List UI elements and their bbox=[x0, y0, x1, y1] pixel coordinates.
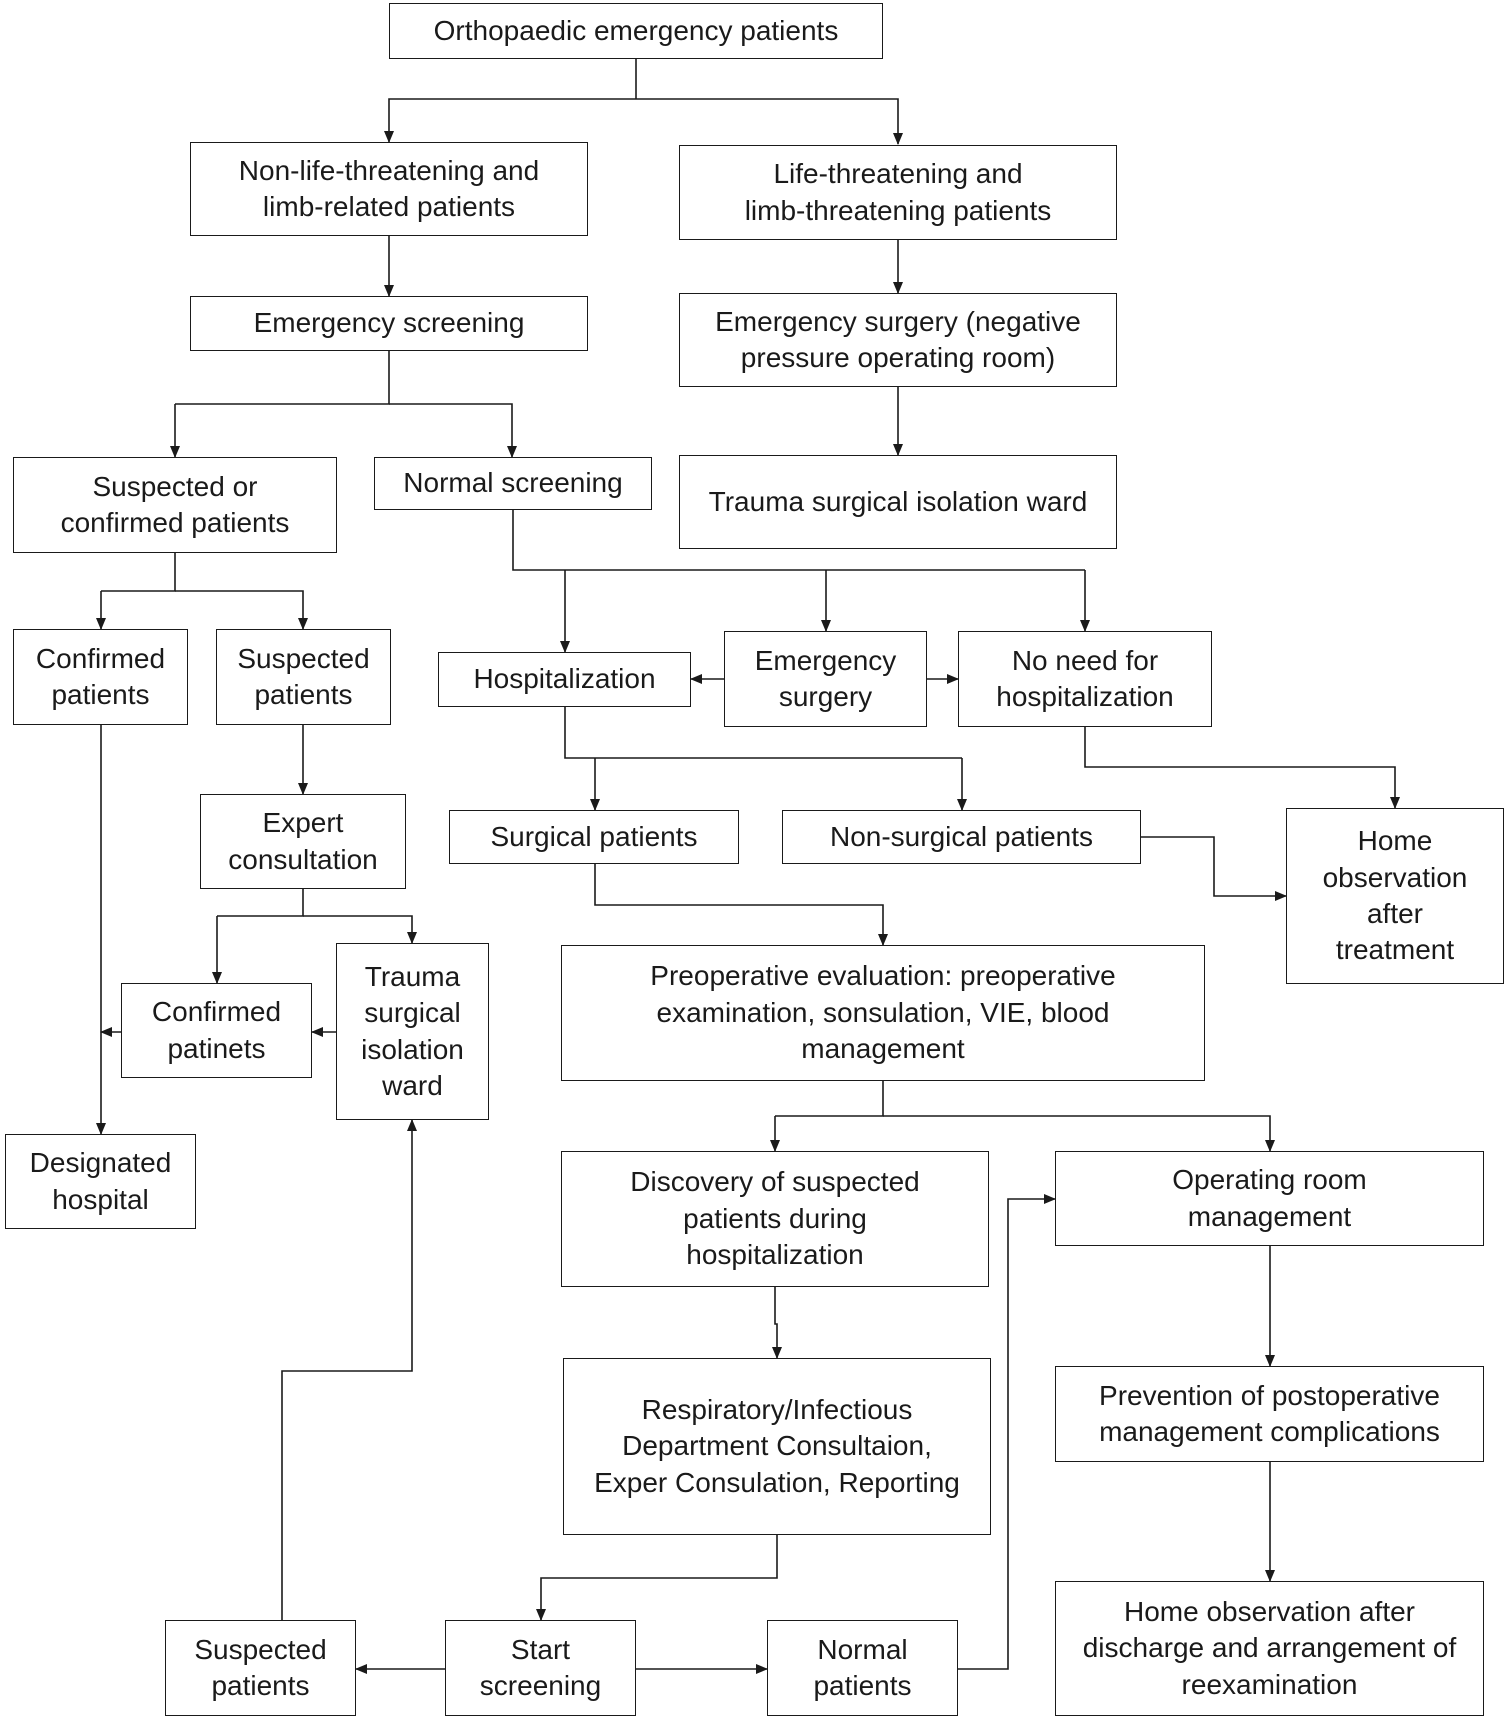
box-respiratory-consultation: Respiratory/Infectious Department Consul… bbox=[563, 1358, 991, 1535]
arrow-to-resp bbox=[772, 1287, 782, 1359]
box-start-screening: Start screening bbox=[445, 1620, 636, 1716]
box-expert-consultation: Expert consultation bbox=[200, 794, 406, 889]
box-trauma-isolation-ward-left: Trauma surgical isolation ward bbox=[336, 943, 489, 1120]
box-suspected-patients-bottom: Suspected patients bbox=[165, 1620, 356, 1716]
box-suspected-or-confirmed: Suspected or confirmed patients bbox=[13, 457, 337, 553]
box-non-life-threatening: Non-life-threatening and limb-related pa… bbox=[190, 142, 588, 236]
box-preoperative-evaluation: Preoperative evaluation: preoperative ex… bbox=[561, 945, 1205, 1081]
box-home-observation-after-treatment: Home observation after treatment bbox=[1286, 808, 1504, 984]
box-orthopaedic-emergency: Orthopaedic emergency patients bbox=[389, 3, 883, 59]
box-normal-patients: Normal patients bbox=[767, 1620, 958, 1716]
box-surgical-patients: Surgical patients bbox=[449, 810, 739, 864]
box-operating-room-management: Operating room management bbox=[1055, 1151, 1484, 1246]
box-non-surgical-patients: Non-surgical patients bbox=[782, 810, 1141, 864]
arrow-to-nonlife bbox=[384, 98, 636, 143]
box-emergency-surgery: Emergency surgery bbox=[724, 631, 927, 727]
box-life-threatening: Life-threatening and limb-threatening pa… bbox=[679, 145, 1117, 240]
arrow-to-preop bbox=[594, 864, 888, 946]
arrow-to-life bbox=[636, 98, 903, 145]
box-normal-screening: Normal screening bbox=[374, 457, 652, 510]
arrow-to-start bbox=[536, 1535, 778, 1621]
arrow-nonsurgical-to-home bbox=[1141, 836, 1287, 901]
arrow-to-oproom bbox=[883, 1115, 1275, 1152]
arrow-normal-to-oproom bbox=[958, 1194, 1056, 1670]
arrow-to-normal-screening bbox=[389, 403, 517, 458]
arrow-to-suspected bbox=[175, 590, 308, 630]
box-trauma-isolation-ward-top: Trauma surgical isolation ward bbox=[679, 455, 1117, 549]
arrow-to-isolation-ward-left bbox=[303, 915, 417, 944]
connector bbox=[175, 351, 390, 405]
box-hospitalization: Hospitalization bbox=[438, 652, 691, 707]
box-no-need-hospitalization: No need for hospitalization bbox=[958, 631, 1212, 727]
arrow-suspected-to-ward bbox=[281, 1119, 417, 1620]
box-home-observation-after-discharge: Home observation after discharge and arr… bbox=[1055, 1581, 1484, 1716]
arrow-noneed-to-home bbox=[1084, 727, 1400, 809]
box-prevention-complications: Prevention of postoperative management c… bbox=[1055, 1366, 1484, 1462]
connector bbox=[512, 510, 1085, 571]
connector bbox=[564, 707, 962, 759]
box-suspected-patients: Suspected patients bbox=[216, 629, 391, 725]
box-confirmed-patinets: Confirmed patinets bbox=[121, 983, 312, 1078]
box-emergency-screening: Emergency screening bbox=[190, 296, 588, 351]
box-discovery-suspected: Discovery of suspected patients during h… bbox=[561, 1151, 989, 1287]
box-confirmed-patients: Confirmed patients bbox=[13, 629, 188, 725]
box-emergency-surgery-negative-pressure: Emergency surgery (negative pressure ope… bbox=[679, 293, 1117, 387]
connector bbox=[775, 1081, 884, 1117]
box-designated-hospital: Designated hospital bbox=[5, 1134, 196, 1229]
connector bbox=[101, 553, 176, 592]
connector bbox=[217, 889, 304, 917]
